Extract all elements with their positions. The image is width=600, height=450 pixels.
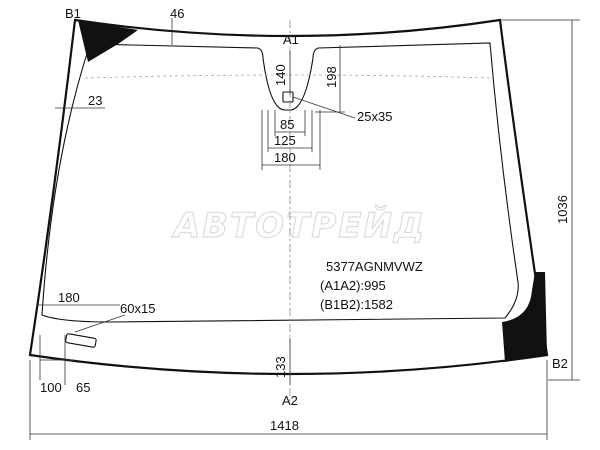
label-46: 46 — [170, 6, 184, 21]
leader-marking — [74, 314, 126, 333]
label-a2: A2 — [282, 393, 298, 408]
part-b1b2: (B1B2):1582 — [320, 297, 393, 312]
label-198: 198 — [324, 66, 339, 88]
black-corner-b2 — [502, 272, 547, 362]
dotted-band — [84, 74, 493, 79]
part-a1a2: (A1A2):995 — [320, 278, 386, 293]
sensor-box — [282, 91, 294, 103]
label-100: 100 — [40, 380, 62, 395]
label-23: 23 — [88, 93, 102, 108]
label-1418: 1418 — [270, 418, 299, 433]
label-180: 180 — [274, 150, 296, 165]
marking-rect — [65, 333, 97, 348]
label-b2: B2 — [552, 356, 568, 371]
label-a1: A1 — [283, 32, 299, 47]
watermark-text: АВТОТРЕЙД — [171, 205, 426, 246]
part-code: 5377AGNMVWZ — [326, 259, 423, 274]
label-60x15: 60x15 — [120, 301, 155, 316]
label-85: 85 — [280, 117, 294, 132]
label-125: 125 — [274, 133, 296, 148]
black-corner-b1 — [78, 20, 138, 62]
label-140: 140 — [273, 64, 288, 86]
label-b1: B1 — [65, 6, 81, 21]
label-1036: 1036 — [555, 195, 570, 224]
label-180-left: 180 — [58, 290, 80, 305]
label-133: 133 — [273, 356, 288, 378]
leader-sensor — [292, 96, 356, 119]
inner-border — [41, 42, 519, 323]
label-sensor-size: 25x35 — [357, 109, 392, 124]
label-65: 65 — [76, 380, 90, 395]
